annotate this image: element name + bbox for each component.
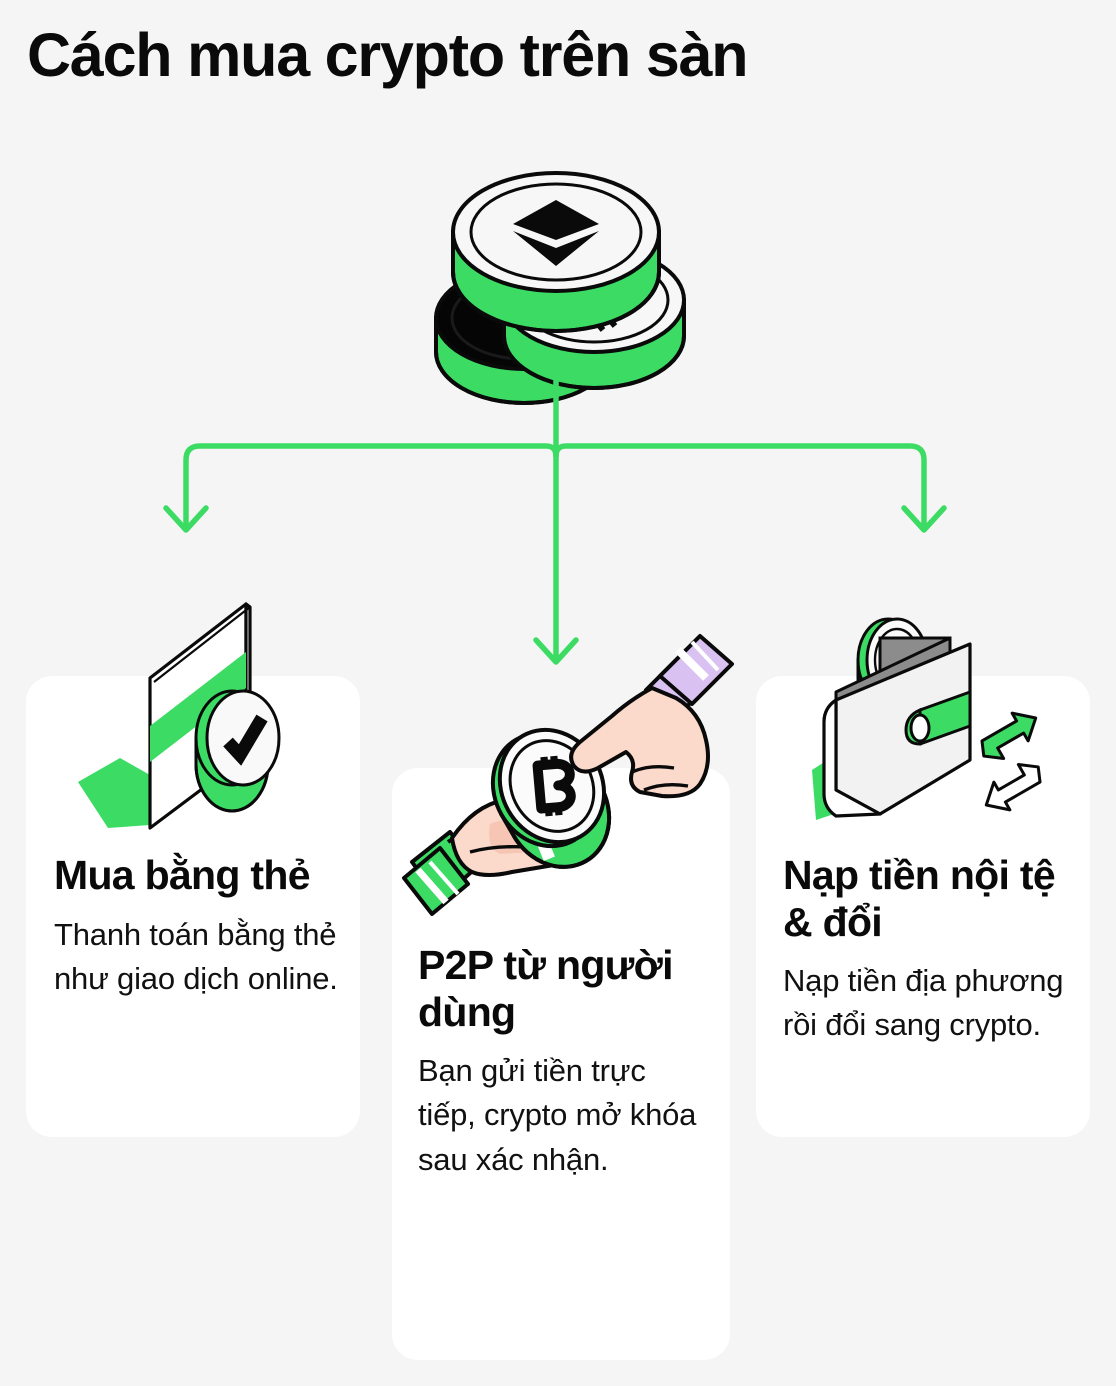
page-title: Cách mua crypto trên sàn bbox=[27, 21, 749, 89]
arrow-head-right bbox=[901, 505, 947, 533]
card-text-p2p-from-users: P2P từ người dùng Bạn gửi tiền trực tiếp… bbox=[418, 942, 710, 1182]
coin-bitcoin bbox=[502, 246, 686, 390]
coin-ethereum bbox=[451, 171, 661, 333]
card-text-deposit-local-currency: Nạp tiền nội tệ & đổi Nạp tiền địa phươn… bbox=[783, 852, 1073, 1048]
card-description: Thanh toán bằng thẻ như giao dịch online… bbox=[54, 916, 338, 996]
arrow-head-left bbox=[163, 505, 209, 533]
connector-arrows bbox=[163, 373, 947, 665]
card-title: Mua bằng thẻ bbox=[54, 852, 311, 898]
card-description: Bạn gửi tiền trực tiếp, crypto mở khóa s… bbox=[418, 1053, 697, 1177]
card-description: Nạp tiền địa phương rồi đổi sang crypto. bbox=[783, 963, 1064, 1043]
hero-coins bbox=[434, 171, 686, 405]
arrow-head-center bbox=[533, 637, 579, 665]
bitcoin-glyph bbox=[568, 272, 621, 332]
card-text-buy-with-card: Mua bằng thẻ Thanh toán bằng thẻ như gia… bbox=[54, 852, 344, 1001]
coin-dark bbox=[434, 265, 614, 405]
ethereum-glyph bbox=[513, 200, 599, 266]
card-title: Nạp tiền nội tệ & đổi bbox=[783, 852, 1056, 945]
card-title: P2P từ người dùng bbox=[418, 942, 673, 1035]
